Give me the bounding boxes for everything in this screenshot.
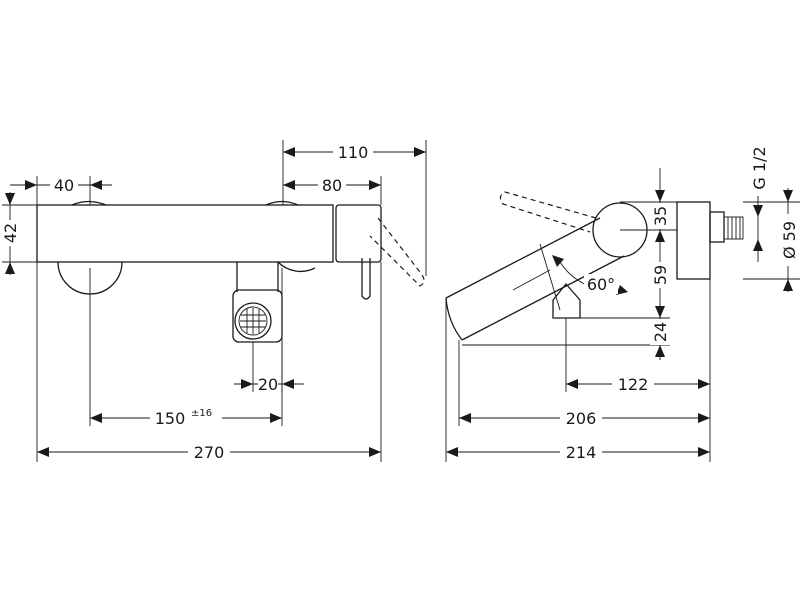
- thread-icon: [723, 216, 744, 240]
- outlet-nozzle: [552, 282, 581, 319]
- dim-150: 150: [155, 409, 186, 428]
- dim-206: 206: [566, 409, 597, 428]
- handle-lever-swung: [369, 217, 425, 287]
- wall-connection-block: [676, 201, 711, 280]
- dim-thread-g12: G 1/2: [750, 146, 769, 189]
- dim-122: 122: [618, 375, 649, 394]
- aerator-ring: [238, 306, 268, 336]
- aerator-mesh-icon: [240, 308, 266, 334]
- dim-42: 42: [1, 223, 20, 243]
- dim-59: 59: [651, 265, 670, 285]
- dim-80: 80: [322, 176, 342, 195]
- side-extension-lines: [445, 201, 800, 462]
- handle-lever-raised: [499, 191, 597, 233]
- right-rosette-top: [265, 200, 299, 206]
- dim-110: 110: [338, 143, 369, 162]
- spout-seam: [539, 243, 561, 311]
- dim-270: 270: [194, 443, 225, 462]
- spout-tip: [445, 297, 463, 341]
- spout-neck: [236, 262, 279, 292]
- front-view: 270 150 ±16 20 40 80 110: [0, 140, 427, 462]
- dim-150-tolerance: ±16: [191, 408, 212, 419]
- dim-35: 35: [651, 206, 670, 226]
- thread-connector: [709, 211, 725, 243]
- dim-24: 24: [651, 322, 670, 342]
- dim-20: 20: [258, 375, 278, 394]
- handle-lever: [361, 258, 371, 300]
- spout-body: [445, 217, 625, 341]
- side-view: 60° 214 206 122: [445, 146, 800, 462]
- left-rosette-top: [71, 200, 107, 206]
- handle-cylinder: [335, 204, 382, 263]
- dim-angle-60: 60°: [587, 275, 615, 294]
- dim-diameter-59: Ø 59: [780, 221, 799, 259]
- dim-40: 40: [54, 176, 74, 195]
- spout-segment-line: [512, 269, 551, 291]
- dim-214: 214: [566, 443, 597, 462]
- aerator-outer: [234, 302, 272, 340]
- right-rosette: [277, 261, 316, 273]
- front-extension-lines: [2, 140, 427, 462]
- mixer-body: [36, 204, 334, 263]
